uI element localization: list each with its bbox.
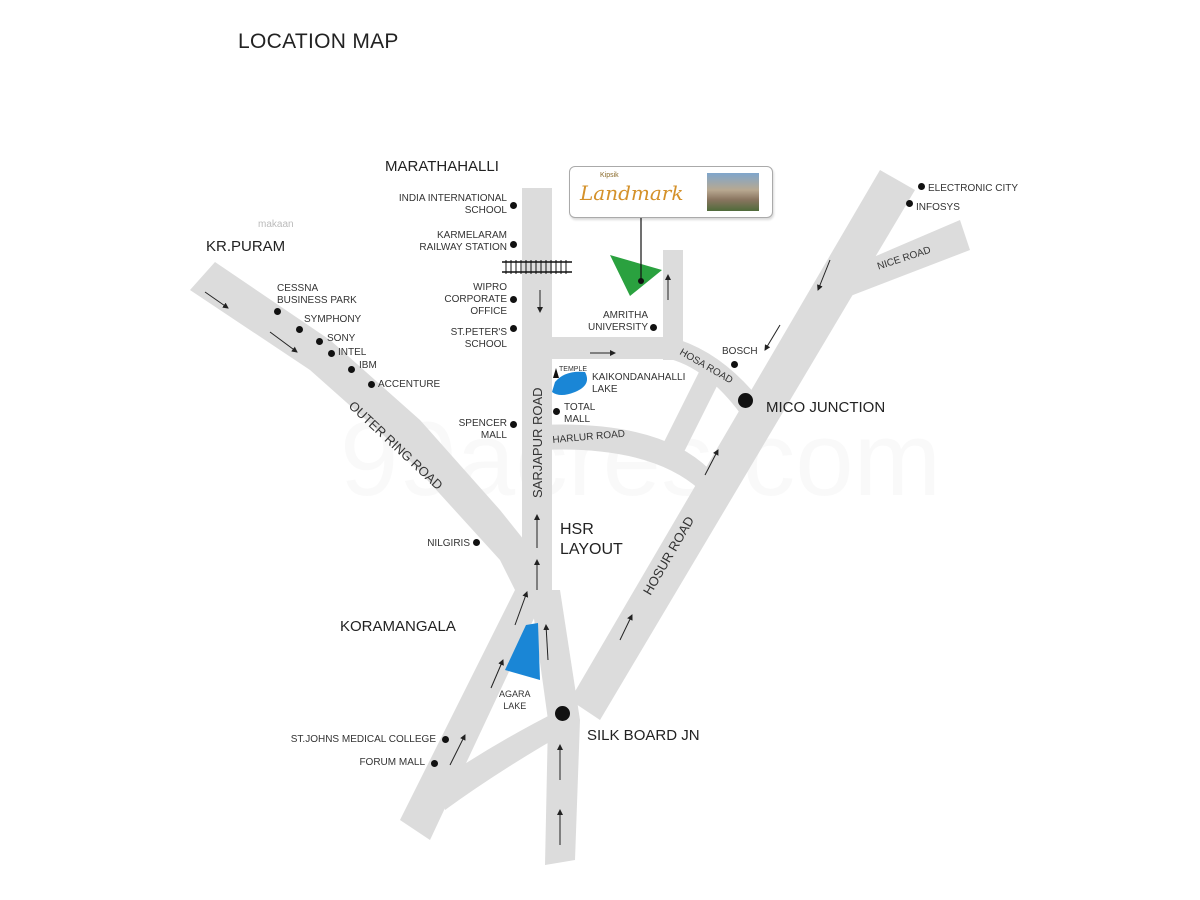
landmark-bosch: BOSCH xyxy=(722,346,758,357)
landmark-dot xyxy=(510,421,517,428)
landmark-accenture: ACCENTURE xyxy=(378,379,441,390)
landmark-forum-mall: FORUM MALL xyxy=(359,757,425,768)
temple-icon xyxy=(553,368,559,378)
forum-curve xyxy=(440,710,570,810)
road-label-sarjapur: SARJAPUR ROAD xyxy=(530,387,545,498)
landmark-dot xyxy=(431,760,438,767)
landmark-intel: INTEL xyxy=(338,347,367,358)
connector-road xyxy=(660,370,720,460)
area-mico-junction: MICO JUNCTION xyxy=(766,399,886,416)
project-brand: Kipsik xyxy=(600,172,619,179)
landmark-dot xyxy=(553,408,560,415)
harlur-road xyxy=(540,424,710,490)
landmark-temple: TEMPLE xyxy=(559,366,588,373)
area-hsr-2: LAYOUT xyxy=(560,541,623,558)
project-logo-callout[interactable]: Kipsik Landmark xyxy=(569,166,773,218)
landmark-dot xyxy=(510,325,517,332)
landmark-symphony: SYMPHONY xyxy=(304,314,362,325)
landmark-dot xyxy=(918,183,925,190)
makaan-tag: makaan xyxy=(258,219,294,230)
amritha-road xyxy=(540,337,680,359)
area-marathahalli: MARATHAHALLI xyxy=(385,158,499,175)
landmark-dot xyxy=(442,736,449,743)
mico-junction-marker xyxy=(738,393,753,408)
area-koramangala: KORAMANGALA xyxy=(340,618,456,635)
landmark-dot xyxy=(510,241,517,248)
agara-lake-icon xyxy=(505,623,540,680)
area-silk-board: SILK BOARD JN xyxy=(587,727,700,744)
area-hsr-1: HSR xyxy=(560,521,594,538)
landmark-dot xyxy=(368,381,375,388)
landmark-ibm: IBM xyxy=(359,360,377,371)
landmark-electronic-city: ELECTRONIC CITY xyxy=(928,183,1019,194)
koramangala-road xyxy=(400,580,552,840)
nice-road xyxy=(820,220,970,300)
landmark-infosys: INFOSYS xyxy=(916,202,960,213)
landmark-nilgiris: NILGIRIS xyxy=(427,538,470,549)
landmark-st-johns: ST.JOHNS MEDICAL COLLEGE xyxy=(290,734,436,745)
kaikondanahalli-lake-icon xyxy=(552,371,588,395)
traffic-arrows xyxy=(204,259,831,845)
landmark-dot xyxy=(510,296,517,303)
landmark-dot xyxy=(650,324,657,331)
landmark-sony: SONY xyxy=(327,333,356,344)
silk-board-junction-marker xyxy=(555,706,570,721)
landmark-dot xyxy=(731,361,738,368)
railway-track-icon xyxy=(502,260,572,274)
landmark-dot xyxy=(906,200,913,207)
project-name: Landmark xyxy=(580,181,684,205)
landmark-dot xyxy=(316,338,323,345)
landmark-dot xyxy=(348,366,355,373)
outer-ring-road xyxy=(190,262,550,600)
hosur-road xyxy=(570,170,915,720)
landmark-dot xyxy=(328,350,335,357)
landmark-dot xyxy=(274,308,281,315)
area-kr-puram: KR.PURAM xyxy=(206,238,286,255)
project-marker-icon xyxy=(610,255,662,296)
landmark-dot xyxy=(296,326,303,333)
landmark-dot xyxy=(510,202,517,209)
landmark-dot xyxy=(473,539,480,546)
page-title: LOCATION MAP xyxy=(238,30,399,53)
building-photo-icon xyxy=(707,173,759,211)
